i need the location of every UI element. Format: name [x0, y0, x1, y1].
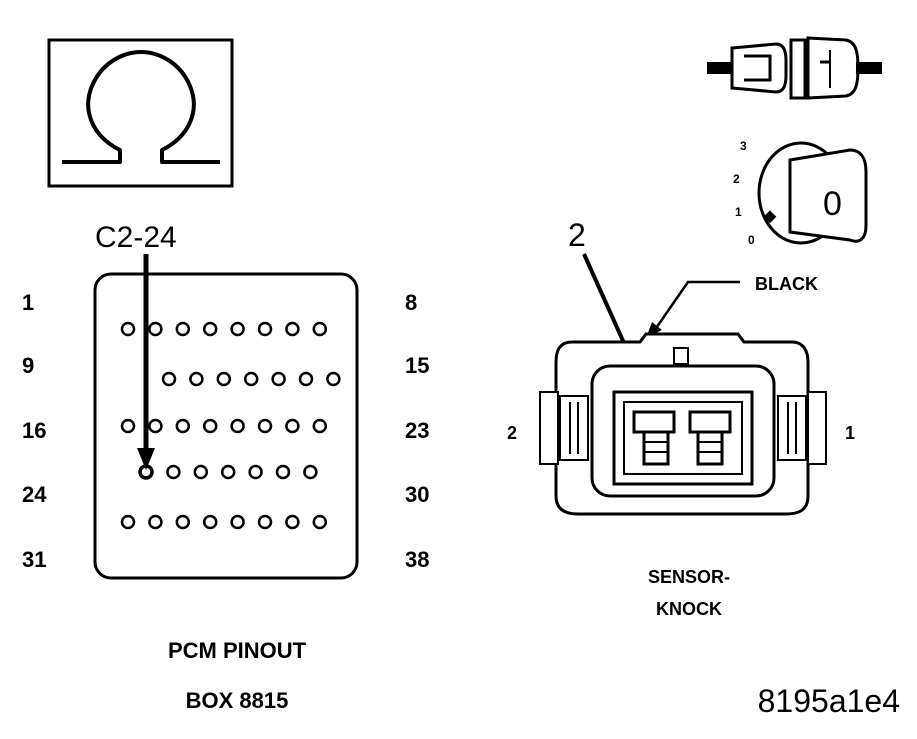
pcm-row-label-right: 15 — [405, 353, 429, 378]
figure-id: 8195a1e4 — [758, 683, 900, 719]
pcm-pin — [175, 514, 191, 530]
pcm-row-label-left: 9 — [22, 353, 34, 378]
pcm-pin — [216, 371, 232, 387]
sensor-caption-line2: KNOCK — [656, 599, 722, 619]
pcm-caption-box: BOX 8815 — [186, 688, 289, 713]
sensor-caption-line1: SENSOR- — [648, 567, 730, 587]
ignition-position-label: 3 — [740, 139, 747, 153]
pcm-pin — [166, 464, 181, 480]
sensor-terminal-1 — [688, 410, 732, 466]
pcm-pin — [148, 514, 163, 530]
pcm-row-label-left: 16 — [22, 418, 46, 443]
color-leader-line — [646, 280, 740, 338]
pcm-row-label-left: 24 — [22, 482, 47, 507]
pcm-pin — [202, 514, 218, 530]
pcm-row-label-left: 1 — [22, 290, 34, 315]
pcm-connector-body — [93, 272, 359, 580]
ignition-position-label: 1 — [735, 205, 742, 219]
sensor-pin-reference: 2 — [568, 217, 586, 253]
pcm-pin — [230, 418, 245, 434]
pcm-pin — [303, 464, 318, 480]
pcm-pin — [161, 371, 177, 387]
pcm-pin — [312, 321, 328, 337]
pcm-pin — [285, 321, 300, 337]
ignition-position-label: 2 — [733, 172, 740, 186]
pcm-pin — [202, 418, 218, 434]
pcm-caption-title: PCM PINOUT — [168, 638, 307, 663]
pcm-pin — [285, 418, 300, 434]
pcm-pin — [257, 418, 273, 434]
ignition-position-label: 0 — [748, 233, 755, 247]
ignition-key-icon: 3 2 1 0 0 — [733, 139, 868, 247]
pcm-pin — [175, 418, 191, 434]
pcm-row-label-left: 31 — [22, 547, 46, 572]
pcm-pin — [285, 514, 300, 530]
pcm-pin — [257, 321, 273, 337]
pcm-pin — [248, 464, 263, 480]
sensor-cavity-label-right: 1 — [845, 423, 855, 443]
sensor-terminal-2 — [632, 410, 676, 466]
pcm-pin — [230, 321, 245, 337]
pcm-row-label-right: 8 — [405, 290, 417, 315]
probe-arrow — [137, 254, 155, 470]
pcm-row-label-right: 38 — [405, 547, 429, 572]
pcm-pin-reference: C2-24 — [95, 221, 177, 254]
pcm-pin — [202, 321, 218, 337]
ignition-key-label: 0 — [823, 185, 842, 223]
pcm-pin — [298, 371, 314, 387]
pcm-pin — [257, 514, 273, 530]
pcm-pin — [326, 371, 341, 387]
pcm-pin — [175, 321, 191, 337]
pcm-pin — [271, 371, 286, 387]
sensor-color-label: BLACK — [755, 274, 818, 294]
pcm-pin — [120, 321, 136, 337]
sensor-connector-body — [539, 332, 827, 516]
pcm-pin — [148, 321, 163, 337]
connector-disconnect-icon — [707, 36, 882, 100]
pcm-pin — [230, 514, 245, 530]
ohm-icon — [47, 38, 234, 188]
sensor-cavity-label-left: 2 — [507, 423, 517, 443]
pcm-pin — [120, 418, 136, 434]
pcm-pin — [243, 371, 259, 387]
pcm-pin — [275, 464, 291, 480]
pcm-pin — [148, 418, 163, 434]
pcm-pin — [193, 464, 209, 480]
pcm-row-label-right: 30 — [405, 482, 429, 507]
pcm-pin — [312, 418, 328, 434]
pcm-row-label-right: 23 — [405, 418, 429, 443]
pcm-pin — [220, 464, 236, 480]
pcm-pin — [312, 514, 328, 530]
pcm-pin — [120, 514, 136, 530]
pcm-pin — [189, 371, 204, 387]
